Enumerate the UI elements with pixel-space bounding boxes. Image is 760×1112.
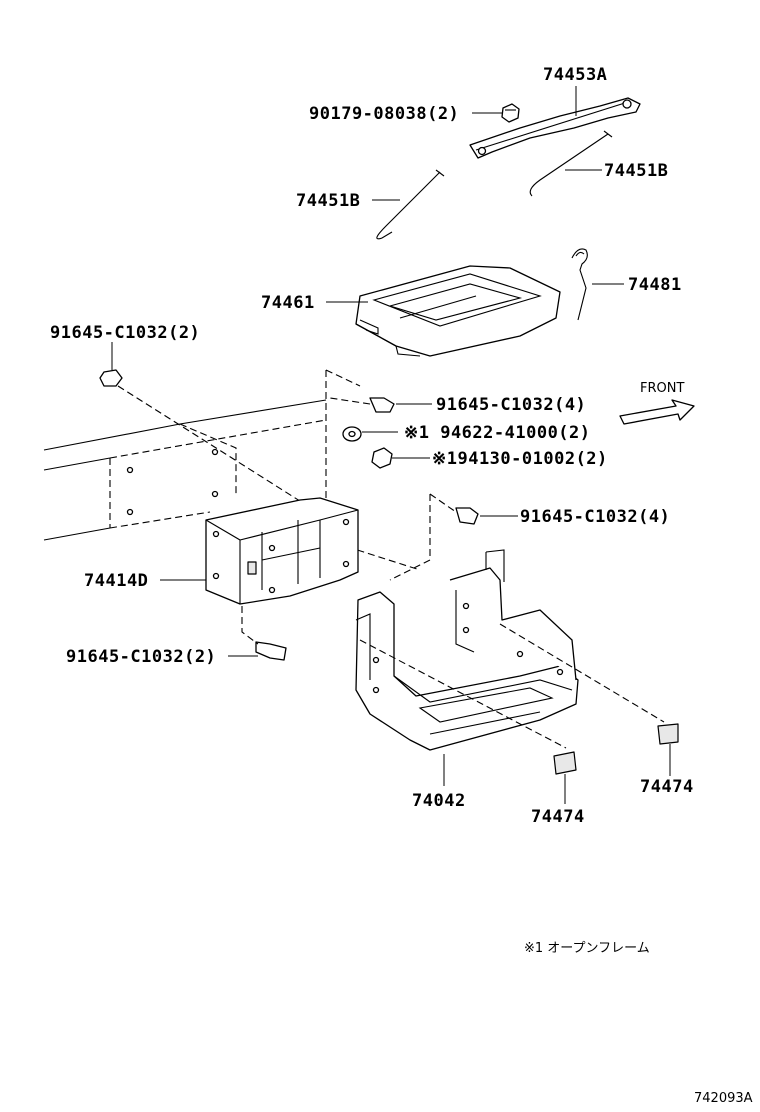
- bolt-upper-left[interactable]: [99, 369, 331, 521]
- label-74461: 74461: [261, 293, 315, 313]
- front-label: FRONT: [640, 381, 684, 396]
- battery-clamp-74453A[interactable]: [469, 97, 641, 159]
- pad-right-74474[interactable]: [657, 723, 679, 745]
- label-94622: ※1 94622-41000(2): [404, 423, 591, 443]
- nut-94130[interactable]: [371, 447, 393, 469]
- label-91645-lower-right: 91645-C1032(4): [520, 507, 670, 527]
- label-74481: 74481: [628, 275, 682, 295]
- label-74451B-left: 74451B: [296, 191, 360, 211]
- label-74474-right: 74474: [640, 777, 694, 797]
- washer-94622[interactable]: [342, 426, 362, 442]
- battery-tray-74042[interactable]: [355, 549, 665, 751]
- bracket-74414D[interactable]: [205, 497, 359, 605]
- label-74453A: 74453A: [543, 65, 607, 85]
- label-91645-upper-left: 91645-C1032(2): [50, 323, 200, 343]
- label-90179: 90179-08038(2): [309, 104, 459, 124]
- front-arrow-icon: [619, 399, 695, 425]
- nut-90179[interactable]: [501, 103, 520, 123]
- label-91645-mid-right: 91645-C1032(4): [436, 395, 586, 415]
- label-74042: 74042: [412, 791, 466, 811]
- label-74451B-right: 74451B: [604, 161, 668, 181]
- footnote: ※1 オープンフレーム: [524, 941, 650, 956]
- pad-center-74474[interactable]: [553, 751, 577, 775]
- label-94130: ※194130-01002(2): [432, 449, 608, 469]
- label-74414D: 74414D: [84, 571, 148, 591]
- bolt-lower-right[interactable]: [389, 493, 479, 581]
- battery-cover-74461[interactable]: [355, 265, 561, 357]
- vehicle-frame-rail: [43, 369, 421, 571]
- bolt-mid-right[interactable]: [329, 397, 395, 413]
- label-91645-lower-left: 91645-C1032(2): [66, 647, 216, 667]
- hook-74481[interactable]: [571, 248, 588, 321]
- figure-id: 742093A: [694, 1091, 753, 1106]
- hold-down-rod-left[interactable]: [376, 169, 445, 240]
- label-74474-center: 74474: [531, 807, 585, 827]
- bolt-lower-left[interactable]: [241, 606, 287, 661]
- hold-down-rod-right[interactable]: [529, 130, 613, 197]
